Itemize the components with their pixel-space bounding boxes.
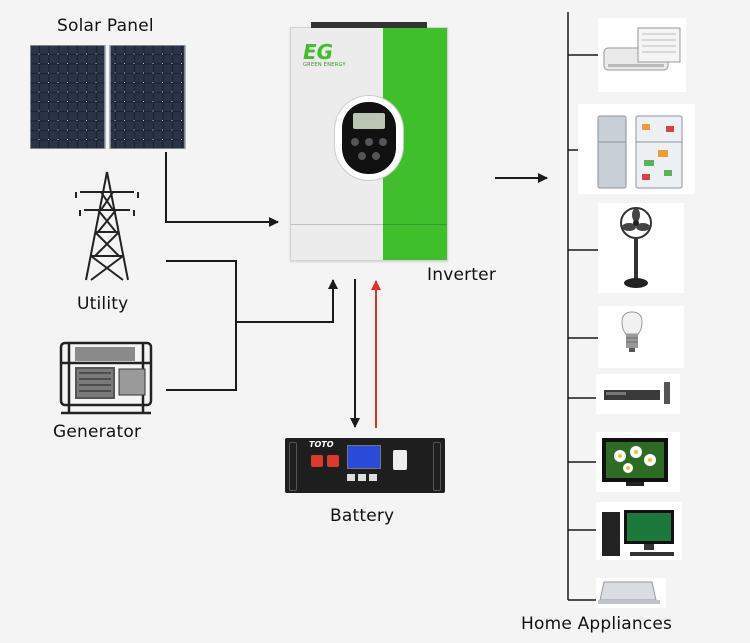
appliance-tile <box>596 374 680 414</box>
battery-terminal-positive <box>311 455 323 467</box>
battery-terminal-negative <box>327 455 339 467</box>
appliance-tile <box>596 578 666 608</box>
battery-display <box>347 445 381 469</box>
inverter-logo: EG GREEN ENERGY <box>303 42 346 68</box>
generator-label: Generator <box>53 422 142 442</box>
laptop-icon <box>598 581 660 604</box>
air-conditioner-icon <box>603 27 681 71</box>
battery-logo: TOTO <box>309 440 334 449</box>
utility-wire <box>166 260 237 391</box>
inverter-logo-text: EG <box>303 40 334 64</box>
light-bulb-icon <box>621 311 643 352</box>
inverter-display <box>342 102 396 174</box>
inverter-label: Inverter <box>427 265 497 285</box>
home-appliances-label: Home Appliances <box>521 614 673 634</box>
dvd-player-icon <box>604 382 670 404</box>
inverter-lcd-screen <box>353 113 385 129</box>
inverter-buttons <box>351 138 387 164</box>
battery-ports <box>347 474 387 482</box>
grid-generator-to-inverter-wire <box>236 279 338 323</box>
appliance-tile <box>598 306 684 368</box>
battery-unit: TOTO <box>285 438 445 493</box>
appliance-tile <box>596 502 682 560</box>
appliance-tile <box>598 203 684 293</box>
utility-tower-icon <box>75 171 139 281</box>
battery-label: Battery <box>330 506 395 526</box>
appliance-tile <box>596 432 680 492</box>
inverter-top-cap <box>311 22 427 28</box>
solar-panel-icon <box>30 45 186 149</box>
inverter-seam <box>291 224 447 225</box>
inverter-unit: EG GREEN ENERGY <box>290 22 448 261</box>
appliance-tile <box>578 104 695 194</box>
appliance-bus <box>567 12 598 601</box>
battery-left-handle <box>289 442 297 491</box>
battery-switch <box>393 450 407 470</box>
refrigerator-icon <box>597 115 683 189</box>
battery-right-handle <box>433 442 441 491</box>
appliance-tile <box>598 18 686 92</box>
solar-panel-label: Solar Panel <box>57 16 154 36</box>
generator-icon <box>59 341 153 415</box>
utility-label: Utility <box>77 294 129 314</box>
desktop-computer-icon <box>602 510 674 556</box>
solar-to-inverter-wire <box>165 152 279 227</box>
television-icon <box>602 438 668 486</box>
inverter-logo-tagline: GREEN ENERGY <box>303 62 346 68</box>
standing-fan-icon <box>620 207 652 288</box>
